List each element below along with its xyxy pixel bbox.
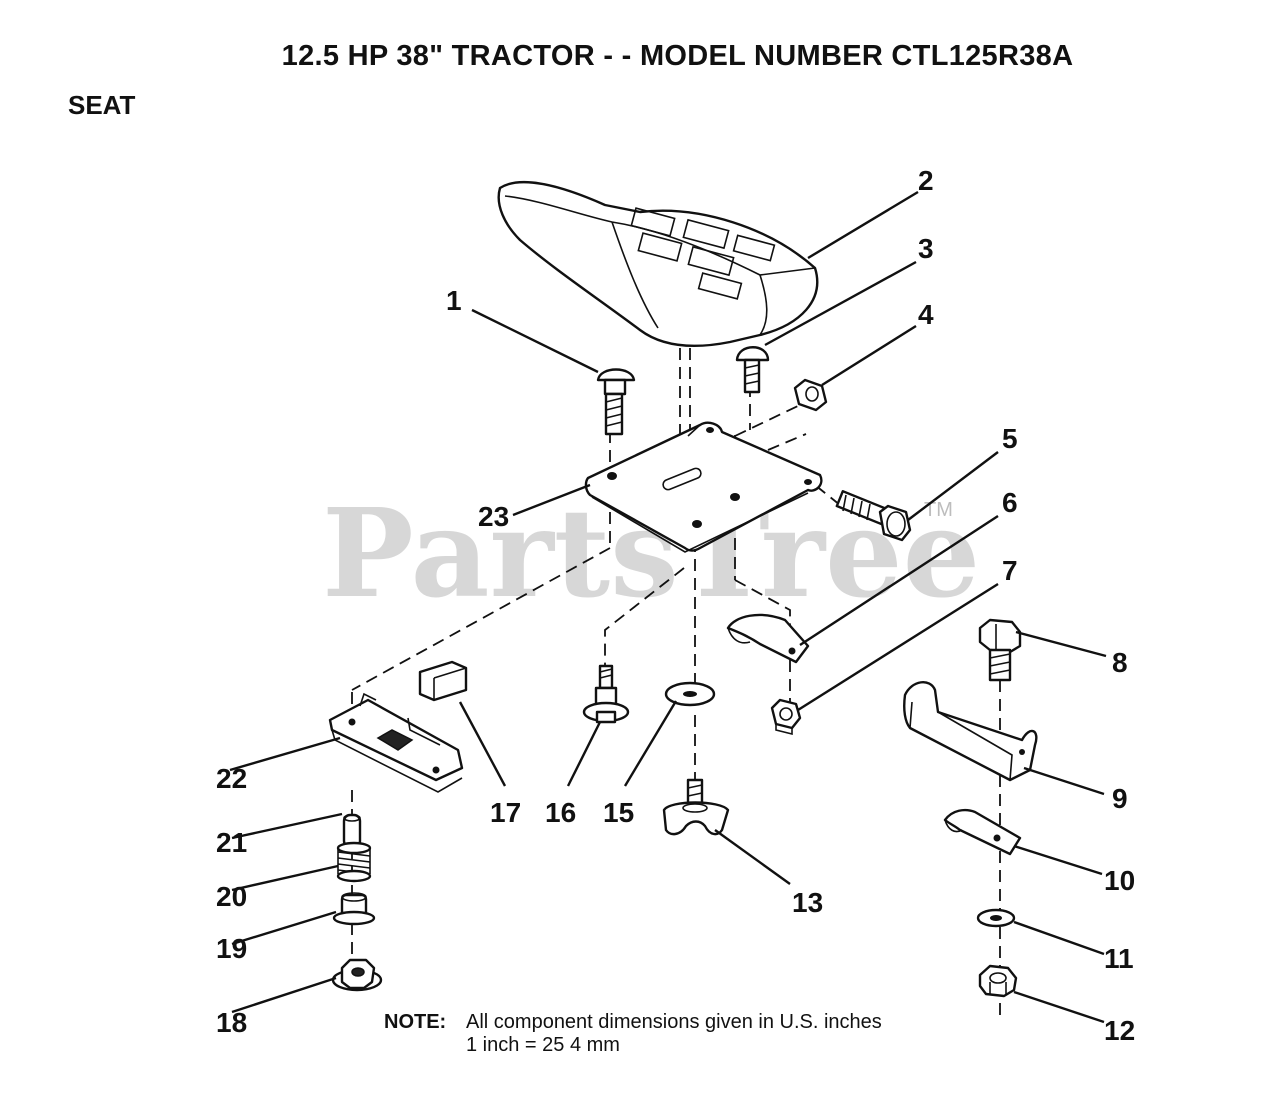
- watermark-tm: TM: [924, 499, 953, 521]
- callout-3: 3: [918, 233, 934, 264]
- callout-22: 22: [216, 763, 247, 794]
- bracket-part-9: [903, 681, 1038, 782]
- clip-part-10: [943, 808, 1022, 856]
- callout-12: 12: [1104, 1015, 1135, 1046]
- callout-numbers: 1 2 3 4 5 6 7 8 9 10 11 12 13 15 16 17 1…: [216, 165, 1135, 1046]
- callout-17: 17: [490, 797, 521, 828]
- spring-part-20: [336, 841, 372, 883]
- note-label: NOTE:: [384, 1011, 447, 1033]
- callout-23: 23: [478, 501, 509, 532]
- page-title: 12.5 HP 38" TRACTOR - - MODEL NUMBER CTL…: [281, 40, 1074, 72]
- callout-15: 15: [603, 797, 634, 828]
- note-line-2: 1 inch = 25 4 mm: [466, 1034, 620, 1056]
- washer-part-15: [664, 681, 716, 707]
- callout-7: 7: [1002, 555, 1018, 586]
- flange-nut-part-18: [331, 958, 383, 992]
- callout-1: 1: [446, 285, 462, 316]
- callout-5: 5: [1002, 423, 1018, 454]
- callout-13: 13: [792, 887, 823, 918]
- seat-part-2: [497, 181, 819, 347]
- callout-16: 16: [545, 797, 576, 828]
- latch-plate-part-22: [328, 692, 464, 793]
- washer-part-11: [976, 908, 1016, 928]
- callout-20: 20: [216, 881, 247, 912]
- callout-19: 19: [216, 933, 247, 964]
- note-line-1: All component dimensions given in U.S. i…: [466, 1011, 882, 1033]
- callout-9: 9: [1112, 783, 1128, 814]
- hex-bolt-part-5: [835, 490, 912, 542]
- hex-bolt-part-8: [978, 618, 1022, 682]
- callout-4: 4: [918, 299, 934, 330]
- knob-part-13: [662, 778, 730, 836]
- clip-part-6: [726, 613, 810, 664]
- callout-21: 21: [216, 827, 247, 858]
- callout-2: 2: [918, 165, 934, 196]
- round-head-screw-part-3: [735, 346, 770, 394]
- nut-part-4: [793, 378, 828, 412]
- leader-lines: [229, 190, 1107, 1024]
- seat-bracket-part-23: [584, 421, 823, 553]
- bushing-part-19: [332, 892, 376, 926]
- note: NOTE: All component dimensions given in U…: [384, 1011, 882, 1057]
- carriage-bolt-part-1: [596, 368, 636, 436]
- lock-nut-part-12: [978, 964, 1018, 998]
- callout-10: 10: [1104, 865, 1135, 896]
- section-title: SEAT: [68, 90, 136, 120]
- shoulder-bolt-part-16: [582, 664, 630, 724]
- block-part-17: [418, 660, 468, 702]
- callout-11: 11: [1104, 943, 1134, 974]
- callout-8: 8: [1112, 647, 1128, 678]
- callout-18: 18: [216, 1007, 247, 1038]
- lock-nut-part-7: [770, 698, 802, 736]
- callout-6: 6: [1002, 487, 1018, 518]
